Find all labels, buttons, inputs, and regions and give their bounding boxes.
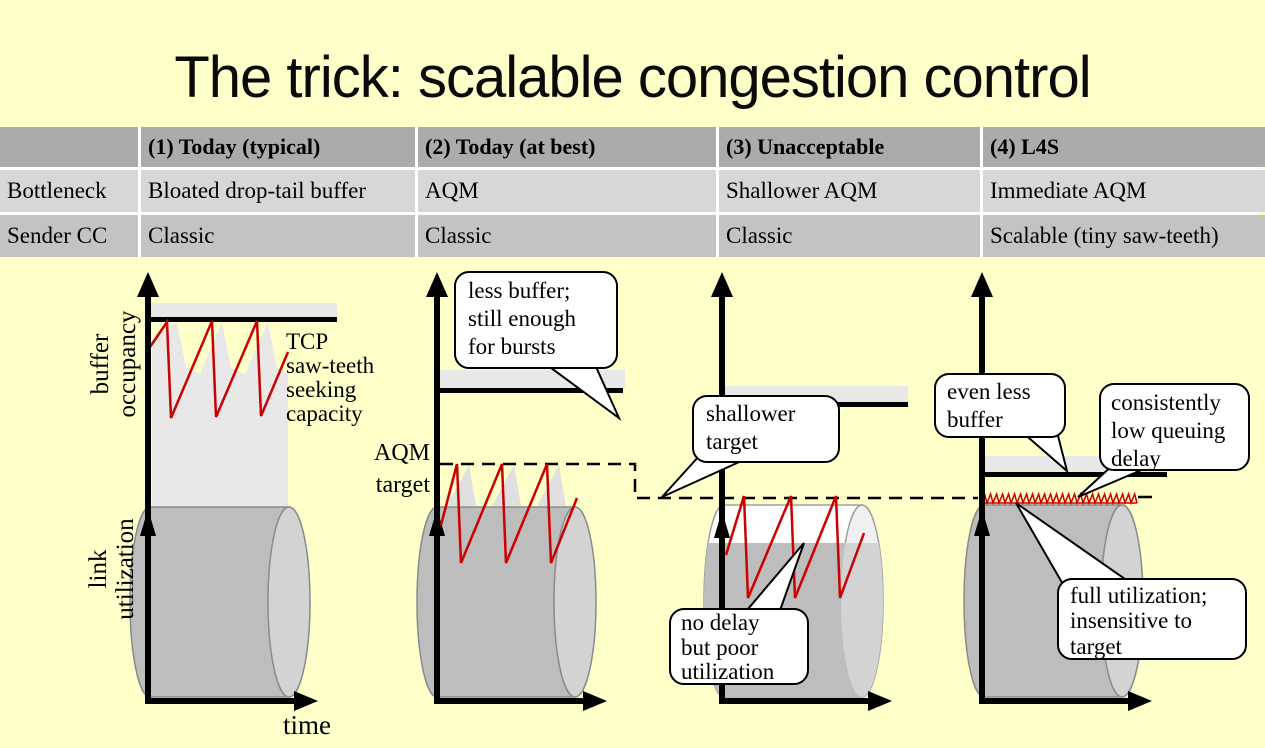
utilization-arrow-icon [140, 509, 156, 536]
page-title: The trick: scalable congestion control [174, 45, 1091, 110]
tcp-sawtooth-label: TCP saw-teeth seeking capacity [286, 329, 375, 427]
callout-text-low-delay: consistently low queuing delay [1111, 390, 1226, 472]
callout-text-shallower-target: shallower target [706, 401, 796, 455]
table-cell: Bloated drop-tail buffer [141, 170, 415, 212]
col-header-unacceptable: (3) Unacceptable [719, 127, 980, 167]
y-axis-label-buffer-occupancy: buffer occupancy [87, 310, 141, 418]
tcp-sawtooth [439, 463, 579, 564]
x-axis-arrow-icon [583, 691, 607, 711]
callout-text-even-less-buffer: even less buffer [947, 379, 1031, 433]
buffer-size-line [148, 317, 337, 322]
x-axis [434, 698, 586, 704]
y-axis-arrow-icon [711, 272, 733, 297]
diagram-today-at-best [416, 272, 625, 711]
table-cell: Classic [141, 215, 415, 257]
x-axis [979, 698, 1131, 704]
x-axis-arrow-icon [294, 691, 318, 711]
callouts [454, 271, 1250, 685]
table-cell: Classic [418, 215, 716, 257]
x-axis-arrow-icon [1128, 691, 1152, 711]
table-cell: AQM [418, 170, 716, 212]
y-axis-arrow-icon [426, 272, 448, 297]
link-pipe-cylinder [129, 506, 290, 698]
callout-shallower-target [692, 395, 840, 463]
y-axis [145, 290, 151, 702]
tcp-sawtooth [148, 318, 290, 419]
callout-less-buffer [454, 271, 618, 369]
x-axis [145, 698, 297, 704]
queue-history-tooth [492, 465, 521, 506]
callout-text-full-utilization: full utilization; insensitive to target [1070, 583, 1208, 659]
x-axis-arrow-icon [868, 691, 892, 711]
link-pipe-cylinder [416, 506, 576, 698]
queue-history-area [152, 322, 288, 507]
diagram-today-typical [129, 272, 337, 711]
aqm-target-dashed-line [440, 462, 978, 500]
callout-full-utilization [1057, 578, 1247, 660]
table-cell: Shallower AQM [719, 170, 980, 212]
queue-history-tooth [447, 465, 476, 506]
utilization-arrow-icon [974, 509, 990, 536]
aqm-target-label: AQM target [373, 440, 430, 499]
x-axis-label-time: time [283, 710, 331, 740]
table-cell: Immediate AQM [983, 170, 1265, 212]
table-cell: Scalable (tiny saw-teeth) [983, 215, 1265, 257]
callout-no-delay [669, 608, 809, 685]
y-axis-arrow-icon [971, 272, 993, 297]
table-corner-cell [0, 127, 138, 167]
y-axis-arrow-icon [137, 272, 159, 297]
col-header-l4s: (4) L4S [983, 127, 1265, 167]
row-label-bottleneck: Bottleneck [0, 170, 138, 212]
comparison-table: (1) Today (typical) (2) Today (at best) … [0, 127, 1265, 257]
callout-low-delay [1099, 383, 1250, 471]
utilization-arrow-icon [429, 509, 445, 536]
table-cell: Classic [719, 215, 980, 257]
buffer-headroom-band [150, 303, 337, 317]
link-pipe-end [553, 506, 597, 698]
diagram-canvas [129, 271, 1250, 711]
row-label-sender-cc: Sender CC [0, 215, 138, 257]
y-axis-label-link-utilization: link utilization [85, 518, 139, 620]
tcp-sawtooth [724, 495, 866, 599]
buffer-size-line [982, 472, 1167, 477]
tiny-sawteeth-path [980, 491, 1138, 506]
link-pipe-end [267, 506, 311, 698]
queue-history-tooth [537, 465, 566, 506]
utilization-arrow-icon [714, 511, 730, 538]
y-axis [979, 290, 985, 702]
x-axis [719, 698, 871, 704]
y-axis [719, 290, 725, 702]
callout-text-no-delay: no delay but poor utilization [681, 610, 775, 685]
y-axis [434, 290, 440, 702]
callout-text-less-buffer: less buffer; still enough for bursts [468, 278, 576, 360]
buffer-size-line [437, 388, 623, 393]
col-header-today-typical: (1) Today (typical) [141, 127, 415, 167]
callout-even-less-buffer [934, 373, 1066, 438]
col-header-today-at-best: (2) Today (at best) [418, 127, 716, 167]
